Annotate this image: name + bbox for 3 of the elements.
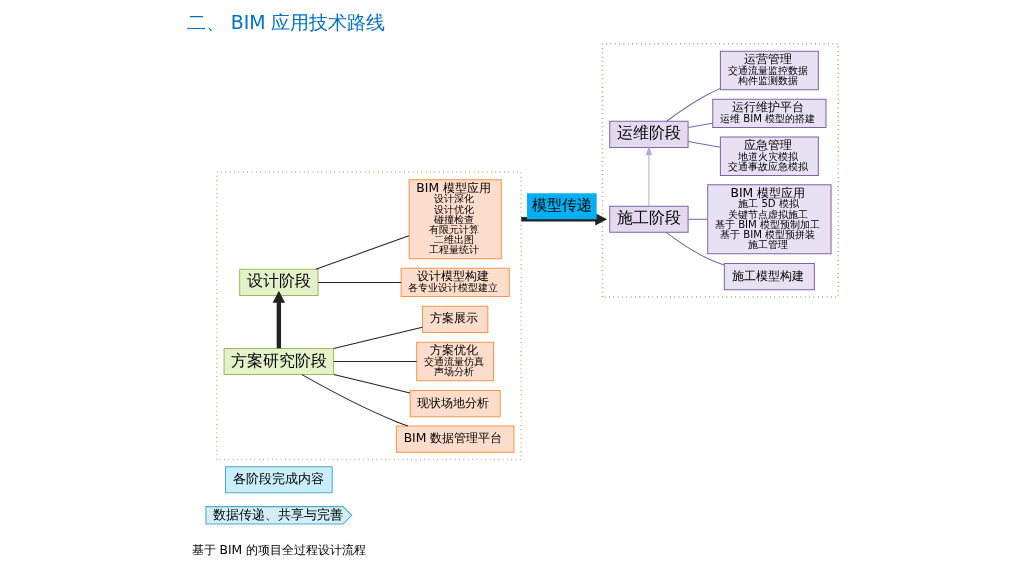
edge-label: 模型传递 xyxy=(531,196,592,213)
label: 基于 BIM 的项目全过程设计流程 xyxy=(191,542,366,557)
diagram-title: 二、 BIM 应用技术路线 xyxy=(186,11,385,34)
